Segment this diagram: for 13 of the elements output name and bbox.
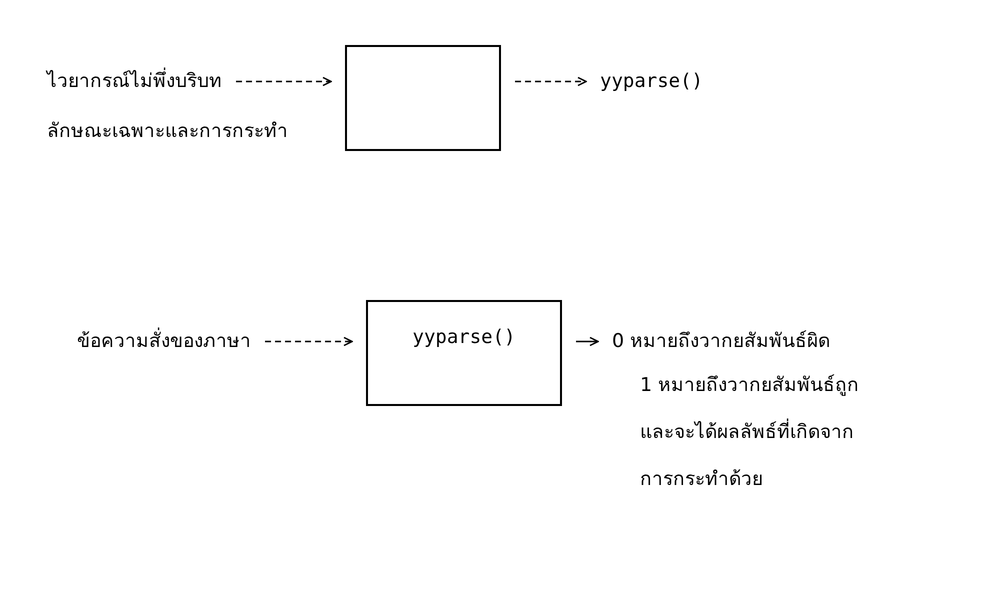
box-label: yyparse() xyxy=(412,326,516,348)
text-label: ข้อความสั่งของภาษา xyxy=(77,318,251,365)
text-label: 0 หมายถึงวากยสัมพันธ์ผิด xyxy=(612,318,830,365)
text-label: ลักษณะเฉพาะและการกระทำ xyxy=(47,108,288,155)
arrow xyxy=(576,336,599,346)
process-box xyxy=(345,45,501,151)
text-label: 1 หมายถึงวากยสัมพันธ์ถูกและจะได้ผลลัพธ์ที่เกิดจากการกระทำด้วย xyxy=(640,362,880,503)
text-label: yyparse() xyxy=(600,58,703,105)
arrow xyxy=(236,76,332,86)
process-box xyxy=(366,300,562,406)
text-label: ไวยากรณ์ไม่พึ่งบริบท xyxy=(47,58,222,105)
arrow xyxy=(515,76,587,86)
arrow xyxy=(265,336,353,346)
